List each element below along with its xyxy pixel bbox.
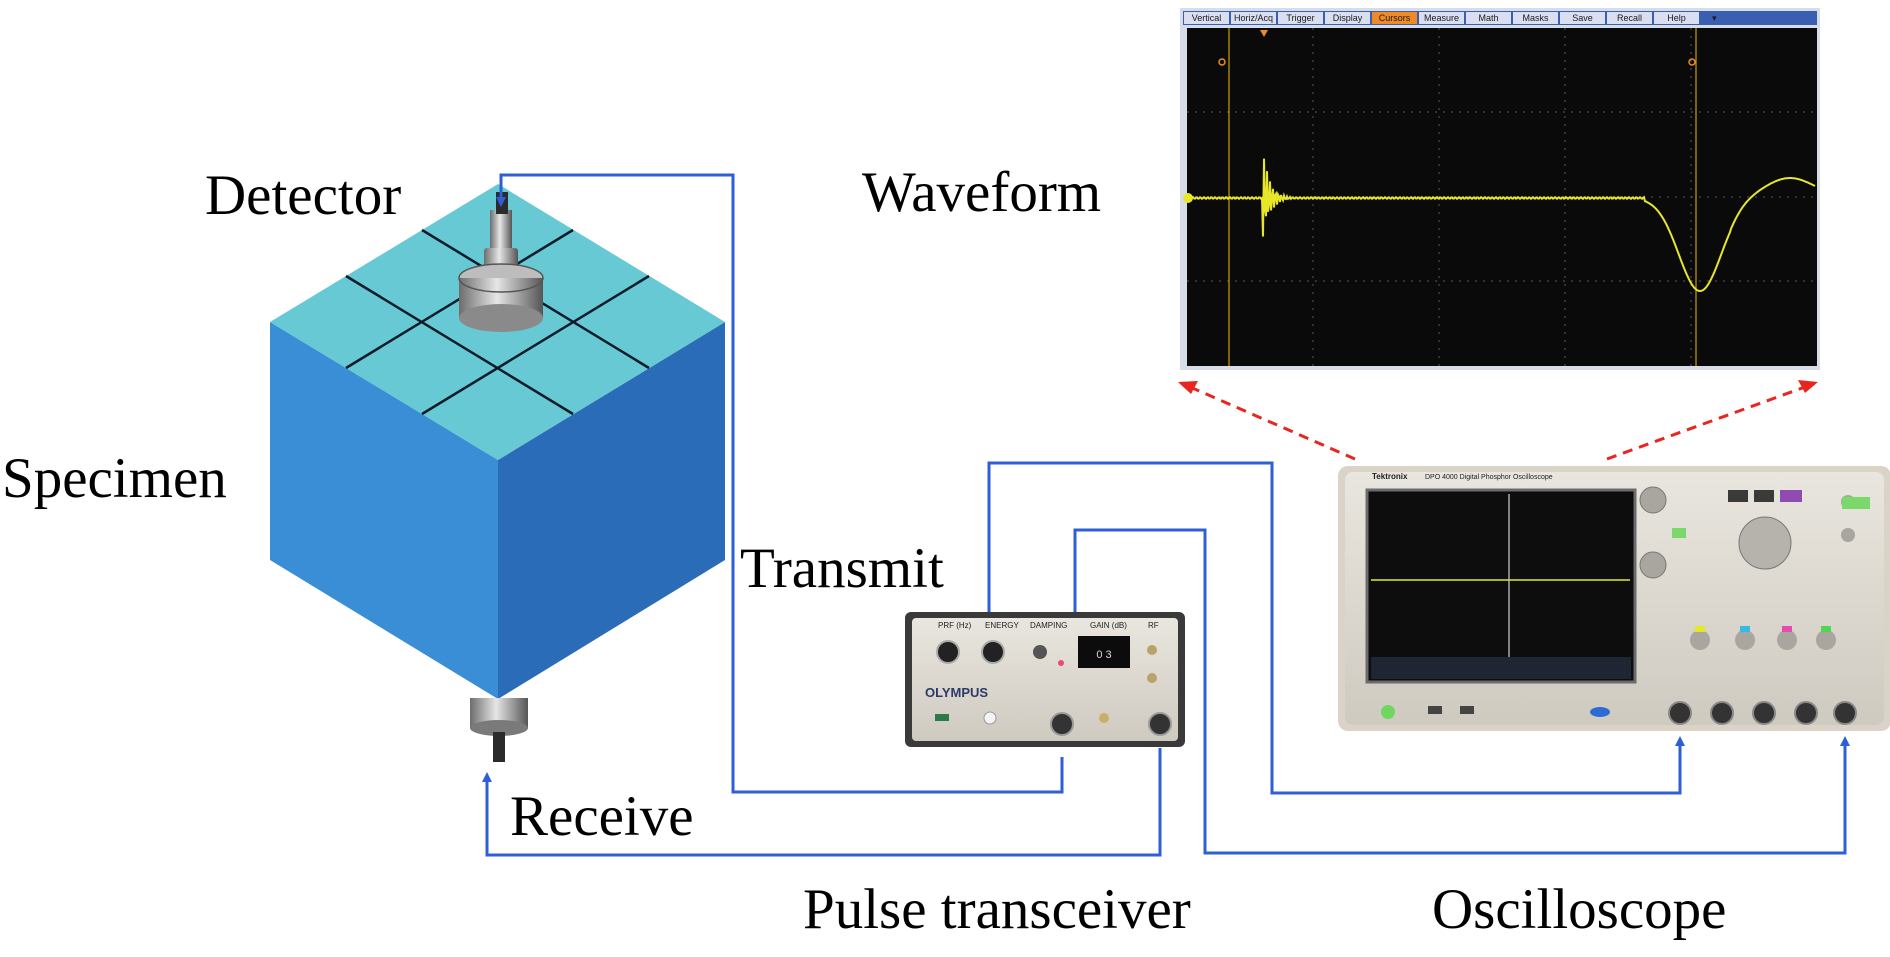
menu-dropdown-icon[interactable]: ▾ [1712, 13, 1717, 23]
menu-tab-cursors[interactable] [1372, 12, 1417, 24]
receiver-transducer-icon [470, 698, 528, 762]
channel-marker [1183, 193, 1193, 203]
menu-tab-label: Cursors [1379, 13, 1411, 23]
label-specimen: Specimen [2, 447, 227, 510]
label-damping: DAMPING [1030, 621, 1067, 630]
menu-tab-label: Masks [1522, 13, 1549, 23]
label-oscilloscope: Oscilloscope [1432, 878, 1726, 941]
menu-tab-trigger[interactable] [1278, 12, 1323, 24]
waveform-screen: Vertical Horiz/Acq Trigger Display Cursors Me… [1180, 8, 1820, 370]
gain-display [1078, 636, 1130, 668]
connection-wires [482, 173, 1850, 857]
waveform-trace [1188, 158, 1816, 293]
label-waveform: Waveform [862, 161, 1101, 224]
scope-menu-bar: Vertical Horiz/Acq Trigger Display Cursors Me… [1184, 12, 1717, 24]
menu-tab-label: Horiz/Acq [1234, 13, 1273, 23]
label-energy: ENERGY [985, 621, 1019, 630]
rcv-connector [1148, 712, 1172, 736]
label-detector: Detector [205, 164, 401, 227]
menu-tab-label: Trigger [1286, 13, 1314, 23]
wire-receiver-to-transceiver [482, 748, 1162, 857]
menu-tab-label: Display [1333, 13, 1363, 23]
tr-connector [1050, 712, 1074, 736]
menu-tab-vertical[interactable] [1184, 12, 1229, 24]
wire-transmit-to-detector [496, 173, 1064, 794]
menu-tab-save[interactable] [1560, 12, 1605, 24]
menu-tab-label: Save [1572, 13, 1593, 23]
menu-tab-masks[interactable] [1513, 12, 1558, 24]
channel-knobs [1690, 626, 1836, 650]
zoom-arrows [1189, 385, 1806, 461]
label-gain: GAIN (dB) [1090, 621, 1127, 630]
bnc-inputs [1668, 701, 1857, 725]
transceiver-knob-labels: PRF (Hz) ENERGY DAMPING GAIN (dB) RF [938, 621, 1159, 630]
menu-tab-label: Recall [1617, 13, 1642, 23]
scope-device-screen [1365, 488, 1637, 684]
label-rf: RF [1148, 621, 1159, 630]
label-pulse-transceiver: Pulse transceiver [803, 878, 1191, 941]
menu-tab-horiz-acq[interactable] [1231, 12, 1276, 24]
wire-transmit-to-scope-ch1 [987, 461, 1685, 795]
transceiver-brand: OLYMPUS [925, 685, 988, 700]
transducer-icon [458, 192, 544, 332]
menu-tab-label: Math [1478, 13, 1498, 23]
menu-tab-label: Help [1667, 13, 1686, 23]
zoom-arrowhead-right [1798, 380, 1818, 393]
wire-receive-to-scope-ch4 [1073, 528, 1850, 855]
prf-knob [936, 640, 960, 664]
label-receive: Receive [510, 785, 694, 848]
zoom-arrowhead-left [1178, 381, 1198, 394]
label-transmit: Transmit [740, 537, 944, 600]
menu-tab-recall[interactable] [1607, 12, 1652, 24]
menu-tab-display[interactable] [1325, 12, 1370, 24]
specimen-side-face [498, 322, 725, 699]
damping-knob [1033, 645, 1047, 659]
energy-knob [981, 640, 1005, 664]
menu-tab-label: Measure [1424, 13, 1459, 23]
gain-display-value: 0 3 [1096, 649, 1111, 661]
label-prf: PRF (Hz) [938, 621, 972, 630]
scope-device-model: DPO 4000 Digital Phosphor Oscilloscope [1425, 474, 1553, 481]
menu-tab-math[interactable] [1466, 12, 1511, 24]
oscilloscope-device-icon: Tektronix DPO 4000 Digital Phosphor Osci… [1338, 466, 1890, 731]
transceiver-device-icon: PRF (Hz) ENERGY DAMPING GAIN (dB) RF 0 3… [905, 612, 1185, 747]
menu-tab-help[interactable] [1654, 12, 1699, 24]
menu-tab-label: Vertical [1192, 13, 1222, 23]
specimen-front-face [270, 322, 498, 699]
scope-device-brand: Tektronix [1372, 472, 1408, 481]
menu-tab-measure[interactable] [1419, 12, 1464, 24]
